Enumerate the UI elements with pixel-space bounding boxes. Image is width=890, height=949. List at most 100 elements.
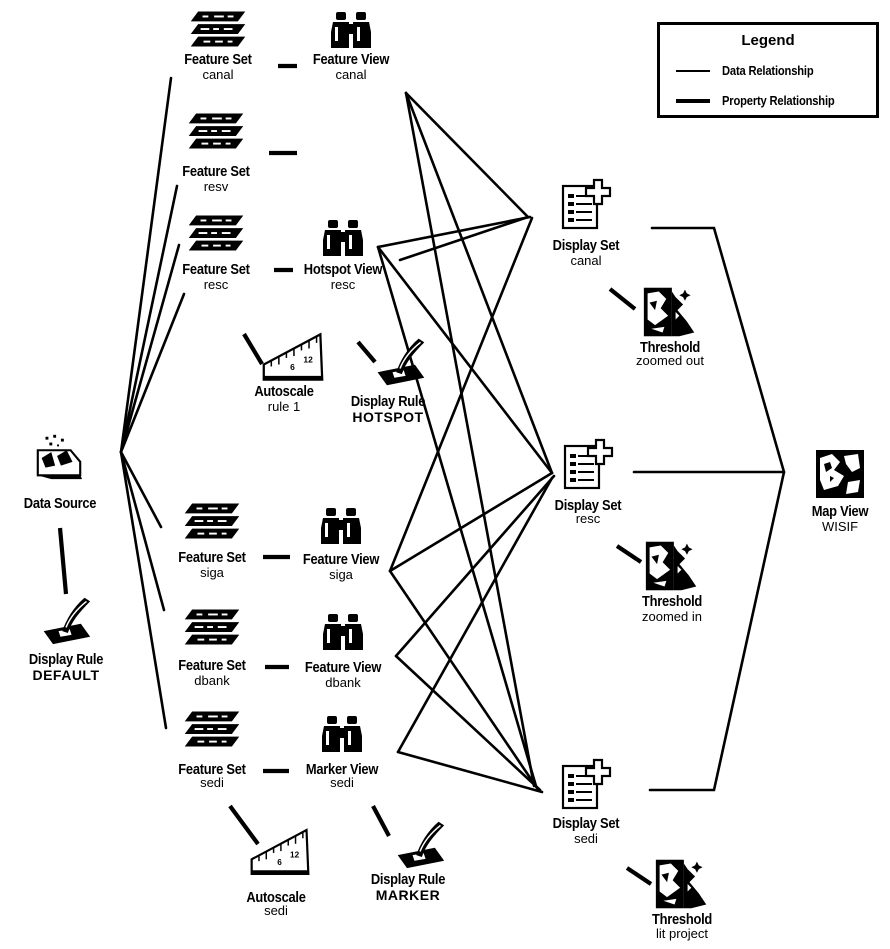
thick-line-swatch bbox=[676, 99, 710, 103]
node-threshold-lit-project[interactable]: Threshold lit project bbox=[632, 856, 732, 941]
node-name: Feature View bbox=[312, 51, 390, 68]
edge-hv-resc-ds-resc bbox=[376, 245, 554, 475]
node-name: Feature Set bbox=[178, 549, 246, 566]
node-instance: resc bbox=[330, 277, 356, 292]
node-display-set-resc[interactable]: Display Set resc bbox=[536, 438, 640, 526]
property-relationship-lines bbox=[57, 63, 653, 886]
node-instance: zoomed out bbox=[636, 353, 704, 368]
node-display-rule-marker[interactable]: Display Rule MARKER bbox=[354, 818, 462, 902]
node-name: Feature Set bbox=[182, 261, 250, 278]
prop-fs-sedi-autoscale bbox=[228, 804, 260, 846]
node-name: Hotspot View bbox=[303, 261, 383, 278]
ruler-icon bbox=[260, 330, 326, 384]
feature-set-icon bbox=[187, 212, 245, 256]
node-name: Display Set bbox=[552, 815, 620, 832]
edge-datasource-fs-siga bbox=[119, 450, 163, 529]
edge-fv-siga-ds-sedi bbox=[388, 569, 539, 790]
node-instance: sedi bbox=[264, 903, 288, 918]
threshold-icon bbox=[653, 856, 711, 912]
node-feature-view-canal[interactable]: Feature View canal bbox=[296, 10, 406, 82]
prop-fs-resc-autoscale bbox=[242, 332, 264, 366]
display-set-icon bbox=[562, 438, 614, 490]
node-marker-view-sedi[interactable]: Marker View sedi bbox=[290, 714, 394, 790]
data-source-icon bbox=[32, 432, 86, 482]
edge-datasource-fs-resc-2 bbox=[119, 292, 186, 454]
edge-hv-resc-ds-canal bbox=[376, 215, 532, 249]
node-map-view-wisif[interactable]: Map View WISIF bbox=[792, 446, 888, 534]
node-name: Threshold bbox=[639, 339, 701, 356]
node-instance: canal bbox=[202, 67, 234, 82]
edge-mv-sedi-ds-sedi bbox=[396, 750, 544, 794]
node-instance: resc bbox=[575, 511, 601, 526]
binoculars-icon bbox=[320, 714, 364, 754]
edge-fv-siga-ds-resc bbox=[388, 471, 554, 573]
node-hotspot-view-resc[interactable]: Hotspot View resc bbox=[288, 218, 398, 292]
edge-datasource-fs-resc bbox=[119, 243, 181, 454]
node-name: Feature Set bbox=[178, 761, 246, 778]
node-name: Map View bbox=[811, 503, 869, 520]
node-instance: sedi bbox=[330, 775, 354, 790]
node-name: Autoscale bbox=[254, 383, 314, 400]
node-feature-set-dbank[interactable]: Feature Set dbank bbox=[166, 606, 258, 688]
node-instance: dbank bbox=[325, 675, 361, 690]
feature-set-icon bbox=[183, 606, 241, 650]
node-name: Feature Set bbox=[184, 51, 252, 68]
legend-item-label: Property Relationship bbox=[722, 93, 835, 108]
node-feature-set-siga[interactable]: Feature Set siga bbox=[166, 500, 258, 580]
node-name: Feature View bbox=[304, 659, 382, 676]
node-instance: canal bbox=[335, 67, 367, 82]
node-instance: zoomed in bbox=[642, 609, 702, 624]
node-instance: resc bbox=[203, 277, 229, 292]
node-instance: siga bbox=[200, 565, 224, 580]
node-feature-view-siga[interactable]: Feature View siga bbox=[286, 506, 396, 582]
node-name: Feature Set bbox=[178, 657, 246, 674]
node-instance: canal bbox=[570, 253, 602, 268]
node-name: Display Rule bbox=[370, 871, 446, 888]
node-threshold-zoomed-out[interactable]: Threshold zoomed out bbox=[620, 284, 720, 368]
node-instance: sedi bbox=[574, 831, 598, 846]
node-threshold-zoomed-in[interactable]: Threshold zoomed in bbox=[622, 538, 722, 624]
node-feature-view-dbank[interactable]: Feature View dbank bbox=[288, 612, 398, 690]
prop-ds-sedi-threshold bbox=[625, 866, 653, 886]
node-display-rule-hotspot[interactable]: Display Rule HOTSPOT bbox=[334, 334, 442, 424]
node-instance: lit project bbox=[655, 926, 709, 941]
node-instance: dbank bbox=[194, 673, 230, 688]
data-relationship-lines bbox=[119, 76, 786, 794]
node-instance: WISIF bbox=[821, 519, 859, 534]
ruler-icon bbox=[248, 826, 312, 878]
node-instance: sedi bbox=[200, 775, 224, 790]
node-feature-set-sedi[interactable]: Feature Set sedi bbox=[166, 708, 258, 790]
node-feature-set-canal[interactable]: Feature Set canal bbox=[172, 8, 264, 82]
binoculars-icon bbox=[321, 218, 365, 258]
prop-ds-canal-threshold bbox=[608, 287, 637, 311]
threshold-icon bbox=[641, 284, 699, 340]
display-set-icon bbox=[560, 758, 612, 810]
edge-datasource-fs-dbank bbox=[119, 450, 166, 612]
binoculars-icon bbox=[329, 10, 373, 50]
prop-hv-resc-display-rule bbox=[356, 340, 377, 364]
node-instance: DEFAULT bbox=[32, 667, 100, 683]
node-autoscale-sedi[interactable]: Autoscale sedi bbox=[228, 826, 324, 918]
feature-set-icon bbox=[187, 110, 245, 154]
node-instance: siga bbox=[329, 567, 353, 582]
threshold-icon bbox=[643, 538, 701, 594]
node-display-set-canal[interactable]: Display Set canal bbox=[534, 178, 638, 268]
edge-fv-canal-ds-sedi bbox=[404, 91, 536, 788]
edge-fv-canal-ds-resc bbox=[404, 91, 554, 475]
node-autoscale-rule-1[interactable]: Autoscale rule 1 bbox=[236, 330, 332, 414]
node-name: Marker View bbox=[305, 761, 379, 778]
edge-datasource-fs-canal bbox=[119, 76, 173, 454]
feature-set-icon bbox=[183, 500, 241, 544]
node-feature-set-resv[interactable]: Feature Set resv bbox=[170, 110, 262, 194]
pen-icon bbox=[392, 818, 448, 870]
node-display-set-sedi[interactable]: Display Set sedi bbox=[534, 758, 638, 846]
pen-icon bbox=[38, 594, 94, 646]
node-display-rule-default[interactable]: Display Rule DEFAULT bbox=[10, 594, 122, 682]
node-feature-set-resc[interactable]: Feature Set resc bbox=[170, 212, 262, 292]
node-name: Feature Set bbox=[182, 163, 250, 180]
edge-fv-siga-ds-canal bbox=[388, 216, 534, 573]
node-name: Threshold bbox=[641, 593, 703, 610]
node-data-source[interactable]: Data Source bbox=[6, 432, 114, 512]
